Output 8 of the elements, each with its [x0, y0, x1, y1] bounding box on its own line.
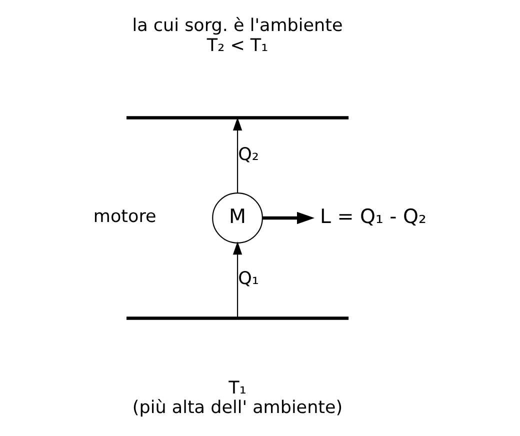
node-text: L = Q₁ - Q₂ — [319, 204, 426, 228]
edge-label: Q₂ — [238, 145, 258, 166]
node-label: T₂ < T₁ — [206, 36, 268, 56]
node-label: motore — [92, 207, 156, 228]
node-label: la cui sorg. è l'ambiente — [132, 16, 342, 36]
node-label: T₁ — [228, 378, 246, 398]
edge-label: Q₁ — [238, 269, 258, 290]
node-label: (più alta dell' ambiente) — [132, 398, 342, 418]
